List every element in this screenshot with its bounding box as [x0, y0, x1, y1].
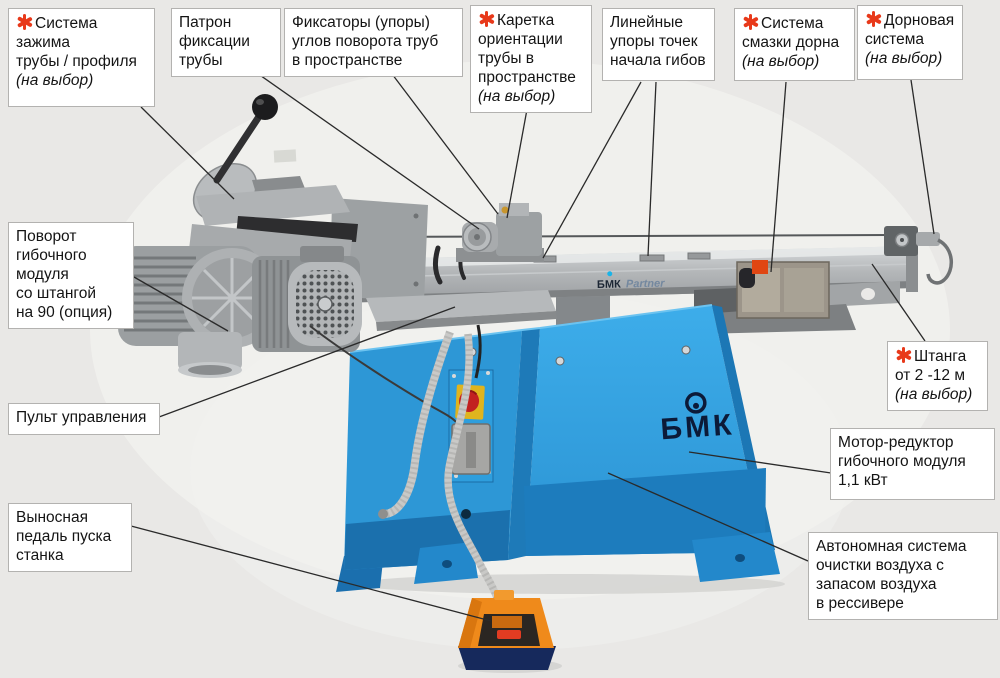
lubrication-unit: [700, 260, 856, 334]
label-text: Штанга от 2 -12 м: [895, 348, 967, 384]
rail-brand-bmk: БМК: [597, 279, 621, 292]
mounting-feet: [414, 532, 780, 584]
orientation-carriage: [456, 203, 544, 262]
option-asterisk-icon: [478, 11, 495, 27]
label-text: Патрон фиксации трубы: [179, 14, 250, 69]
label-note: (на выбор): [742, 52, 820, 70]
bend-module-drum: [118, 246, 282, 378]
logo-dot-icon: [693, 402, 700, 409]
machine-base: БМК: [336, 304, 780, 592]
lever-ball: [252, 94, 278, 120]
rail-brand-partner: Partner: [626, 278, 665, 291]
rail-brand: БМК Partner: [597, 271, 665, 292]
foot-pedal: [458, 590, 556, 670]
leader-line: [158, 306, 456, 418]
label-text: Система зажима трубы / профиля: [16, 15, 137, 70]
head-motor: [252, 246, 362, 352]
label-module-rotation: Поворот гибочного модуля со штангой на 9…: [8, 222, 134, 329]
label-chuck: Патрон фиксации трубы: [171, 8, 281, 77]
label-text: Система смазки дорна: [742, 15, 840, 51]
leader-line: [770, 81, 787, 273]
bending-head: [118, 94, 428, 378]
leader-line: [246, 65, 480, 230]
leader-line: [140, 106, 235, 200]
label-text: Дорновая система: [865, 12, 955, 48]
label-text: Поворот гибочного модуля со штангой на 9…: [16, 228, 113, 321]
mandrel-end-assembly: [884, 226, 953, 285]
lubrication-red-element: [752, 260, 768, 274]
leader-line: [647, 81, 657, 257]
label-air-system: Автономная система очистки воздуха с зап…: [808, 532, 998, 620]
rod: [357, 234, 901, 238]
label-linear-stops: Линейные упоры точек начала гибов: [602, 8, 715, 81]
label-control-panel: Пульт управления: [8, 403, 160, 435]
label-clamp-system: Система зажима трубы / профиля(на выбор): [8, 8, 155, 107]
base-logo: БМК: [659, 392, 735, 446]
option-asterisk-icon: [865, 11, 882, 27]
label-text: Автономная система очистки воздуха с зап…: [816, 538, 967, 612]
option-asterisk-icon: [16, 14, 33, 30]
control-console: [366, 290, 557, 331]
label-rod: Штанга от 2 -12 м(на выбор): [887, 341, 988, 411]
label-text: Фиксаторы (упоры) углов поворота труб в …: [292, 14, 439, 69]
label-orientation-carriage: Каретка ориентации трубы в пространстве(…: [470, 5, 592, 113]
label-text: Линейные упоры точек начала гибов: [610, 14, 706, 69]
leader-line: [607, 472, 809, 562]
label-text: Выносная педаль пуска станка: [16, 509, 112, 564]
leader-line: [871, 263, 926, 342]
logo-ring-icon: [685, 392, 707, 414]
option-asterisk-icon: [895, 347, 912, 363]
label-text: Каретка ориентации трубы в пространстве: [478, 12, 576, 86]
label-text: Мотор-редуктор гибочного модуля 1,1 кВт: [838, 434, 966, 489]
leader-line: [385, 65, 499, 215]
mandrel-hook: [926, 238, 953, 285]
option-asterisk-icon: [742, 14, 759, 30]
leader-line: [542, 81, 642, 259]
label-mandrel-lubrication: Система смазки дорна(на выбор): [734, 8, 855, 81]
leader-line: [688, 451, 832, 474]
label-note: (на выбор): [895, 385, 973, 403]
pedal-red-button: [497, 630, 521, 639]
base-logo-text: БМК: [659, 408, 735, 446]
label-foot-pedal: Выносная педаль пуска станка: [8, 503, 132, 572]
label-gear-motor: Мотор-редуктор гибочного модуля 1,1 кВт: [830, 428, 995, 500]
label-mandrel-system: Дорновая система(на выбор): [857, 5, 963, 80]
label-note: (на выбор): [16, 71, 94, 89]
leader-lines: [130, 65, 935, 622]
rail-brand-dot-icon: [607, 271, 613, 277]
leader-line: [133, 276, 229, 332]
label-note: (на выбор): [865, 49, 943, 67]
label-note: (на выбор): [478, 87, 556, 105]
label-text: Пульт управления: [16, 409, 147, 426]
label-angle-stops: Фиксаторы (упоры) углов поворота труб в …: [284, 8, 463, 77]
cables: [309, 324, 501, 600]
leader-line: [130, 525, 492, 622]
leader-line: [910, 79, 935, 235]
leader-line: [506, 103, 529, 219]
